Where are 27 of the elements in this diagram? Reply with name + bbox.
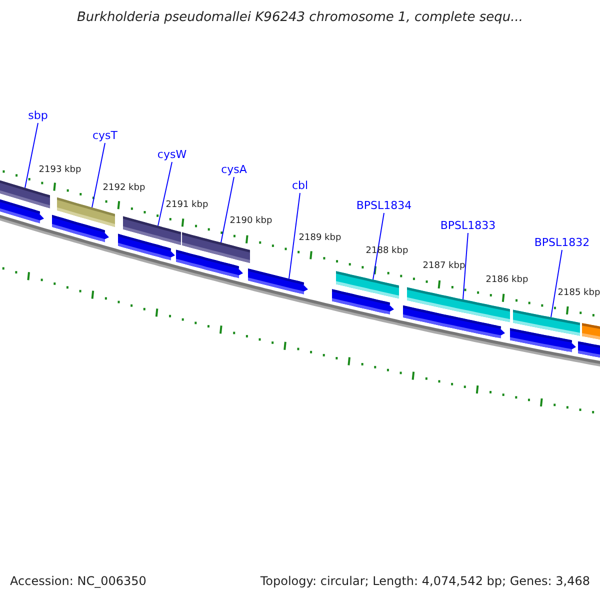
feature-bar xyxy=(513,308,581,337)
gene-label: cysT xyxy=(92,130,118,142)
scale-label: 2187 kbp xyxy=(422,261,466,271)
gene-label: cysA xyxy=(221,164,247,176)
feature-bar xyxy=(336,270,400,300)
leader-line xyxy=(158,162,172,226)
gene-label: BPSL1832 xyxy=(534,237,590,249)
leader-line xyxy=(24,122,38,188)
title: Burkholderia pseudomallei K96243 chromosome 1, complete sequ... xyxy=(76,10,524,25)
gene-label: BPSL1834 xyxy=(356,200,412,212)
accession-text: Accession: NC_006350 xyxy=(10,574,146,588)
gene-label: sbp xyxy=(28,110,48,122)
feature-bar xyxy=(123,215,182,247)
scale-label: 2189 kbp xyxy=(298,233,342,243)
summary-text: Topology: circular; Length: 4,074,542 bp; Genes: 3,468 xyxy=(260,574,590,588)
leader-line xyxy=(462,232,468,300)
gene-label: BPSL1833 xyxy=(440,220,496,232)
leader-line xyxy=(288,192,300,280)
feature-bar xyxy=(182,231,251,264)
gene-label: cbl xyxy=(292,180,308,192)
gene-feature xyxy=(248,267,309,297)
leader-line xyxy=(92,142,106,208)
feature-bar xyxy=(57,196,116,228)
feature-bar xyxy=(0,179,51,210)
gene-label: cysW xyxy=(157,149,187,161)
leader-line xyxy=(550,250,562,318)
feature-bar xyxy=(407,286,511,324)
